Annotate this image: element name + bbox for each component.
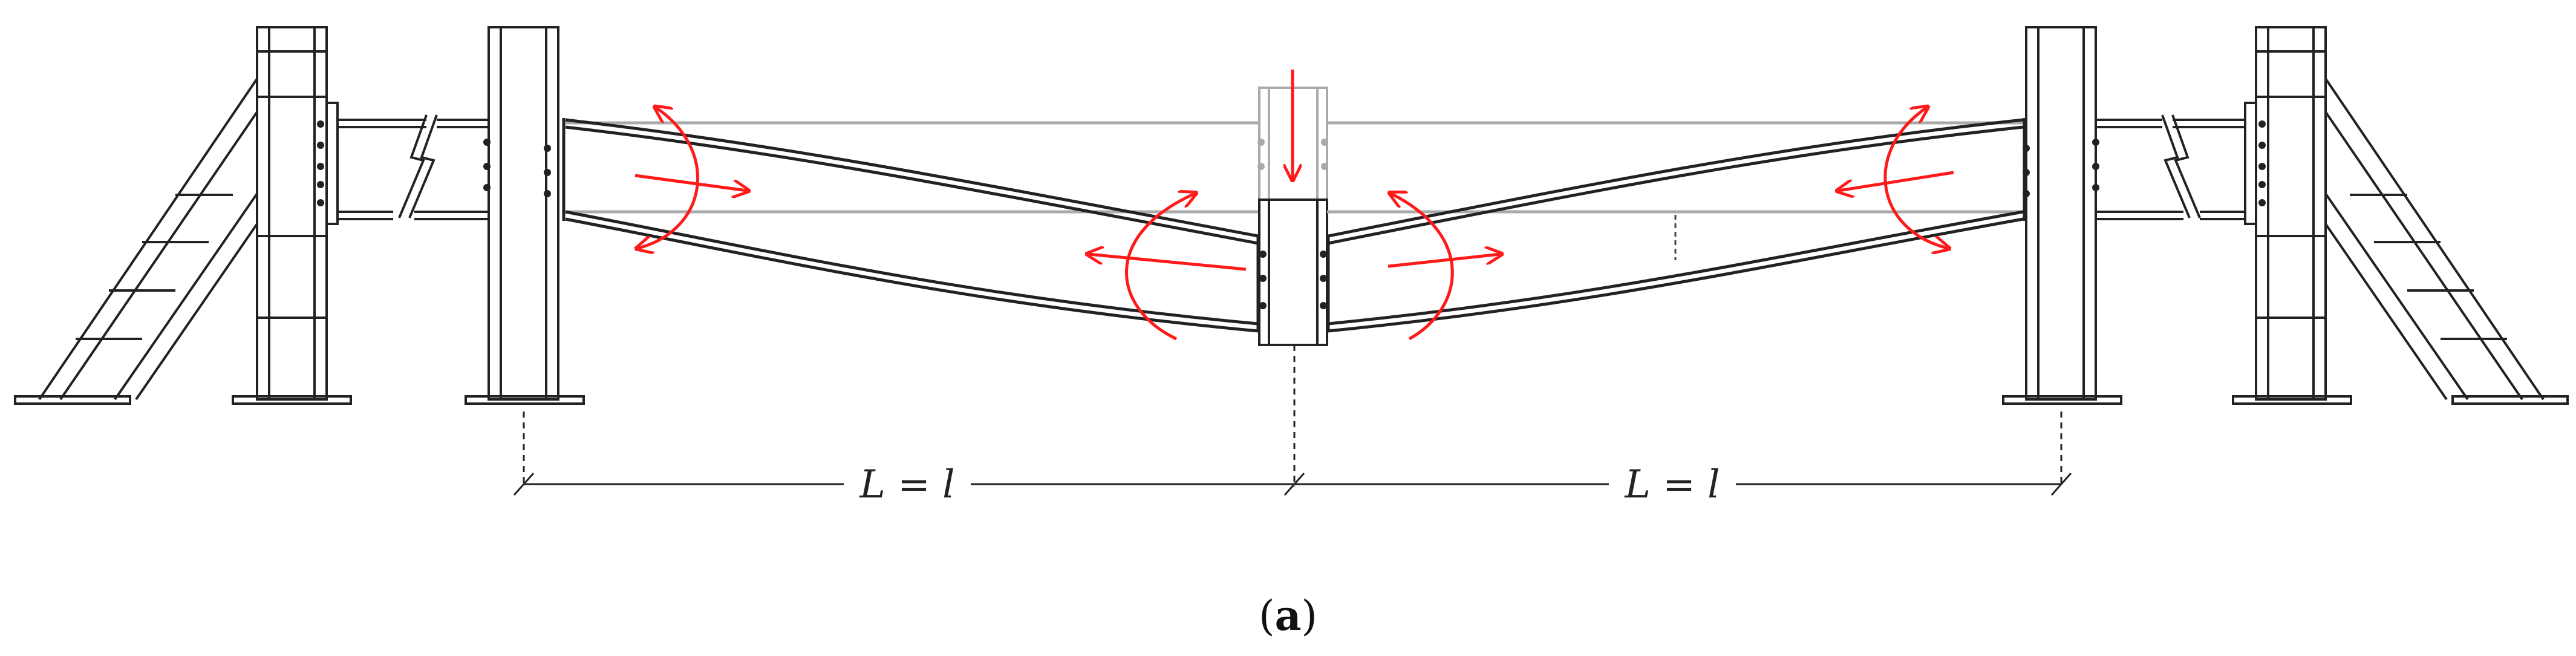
left-end-axial-arrow [634,174,747,191]
right-diagonal-brace [2324,77,2569,405]
left-link-beam [337,114,489,220]
right-mid-moment-arrow [1391,194,1454,341]
right-end-axial-arrow [1839,171,1954,191]
left-end-moment-arrow [638,108,700,248]
left-diagonal-brace [14,77,258,405]
right-inner-column [2002,26,2122,405]
left-mid-moment-arrow [1125,194,1195,341]
right-beam-undeformed-outline [1327,121,2023,214]
left-outer-bolts [317,120,324,206]
right-link-beam [2096,114,2245,220]
figure-caption: (a) [0,592,2576,640]
caption-open-paren: ( [1258,592,1275,640]
left-span-label: L = l [859,462,954,507]
right-inner-bolts [2023,139,2099,197]
caption-close-paren: ) [1301,592,1318,640]
left-deformed-beam [562,118,1260,333]
right-span-label: L = l [1624,462,1720,507]
left-beam-undeformed-outline [566,121,1259,214]
right-outer-column [2232,26,2352,405]
right-end-moment-arrow [1883,108,1948,248]
left-outer-column [232,26,352,405]
right-outer-bolts [2258,120,2266,206]
right-mid-axial-arrow [1387,254,1500,268]
left-mid-axial-arrow [1089,254,1247,271]
force-moment-arrows [634,70,1954,341]
dimension-lines [513,345,2072,496]
left-inner-column [465,26,585,405]
left-inner-bolts [483,139,551,197]
caption-letter: a [1274,592,1302,640]
center-bolts [1257,139,1328,309]
